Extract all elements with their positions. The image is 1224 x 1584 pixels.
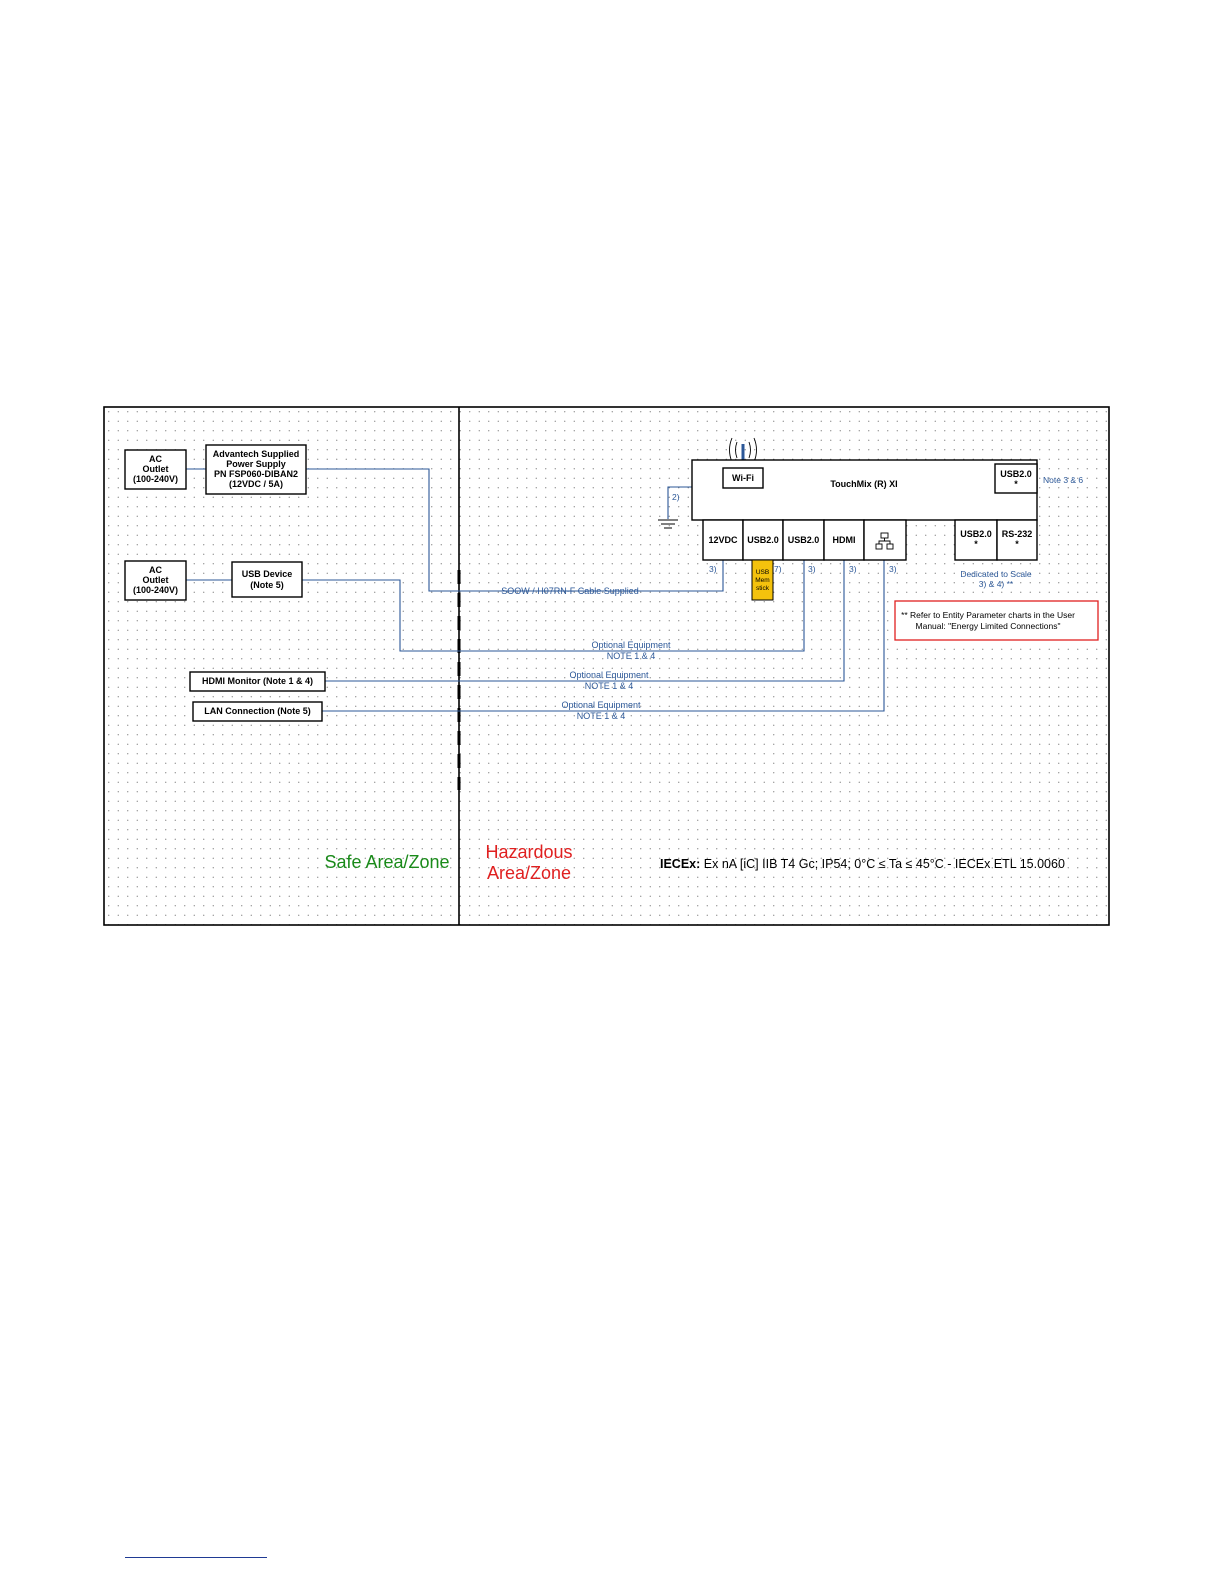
power-supply-line4: (12VDC / 5A) xyxy=(229,479,283,489)
ac-outlet-2-box xyxy=(124,560,187,601)
power-cable-label: SOOW / H07RN-F Cable Supplied xyxy=(501,586,639,596)
port-rs232-box xyxy=(996,519,1038,561)
entity-note-line1: ** Refer to Entity Parameter charts in t… xyxy=(901,610,1075,620)
ref-hdmi: 3) xyxy=(849,564,857,574)
ac-outlet-1-line2: Outlet xyxy=(143,464,169,474)
usb-optional-line1: Optional Equipment xyxy=(591,640,671,650)
usb-stick-line3: stick xyxy=(756,585,770,592)
port-lan-box xyxy=(863,519,907,561)
usb-device-box xyxy=(231,561,303,598)
ref-12vdc: 3) xyxy=(709,564,717,574)
usb-stick-line2: Mem xyxy=(755,577,769,584)
network-icon xyxy=(875,532,894,550)
certification-body: Ex nA [iC] IIB T4 Gc; IP54; 0°C ≤ Ta ≤ 4… xyxy=(700,857,1065,871)
hdmi-monitor-label: HDMI Monitor (Note 1 & 4) xyxy=(202,676,313,686)
ref-lan: 3) xyxy=(889,564,897,574)
hdmi-optional-line1: Optional Equipment xyxy=(569,670,649,680)
ac-outlet-2-line3: (100-240V) xyxy=(133,585,178,595)
usb-device-line1: USB Device xyxy=(242,569,293,579)
hdmi-monitor-box xyxy=(189,671,326,692)
device-title: TouchMix (R) XI xyxy=(830,479,897,489)
ground-symbol-icon xyxy=(658,519,678,529)
port-usb-right-label: USB2.0 xyxy=(960,529,992,539)
usb-optional-line2: NOTE 1 & 4 xyxy=(607,651,656,661)
port-usb-right-mark: * xyxy=(974,539,978,549)
ac-outlet-1-line1: AC xyxy=(149,454,162,464)
power-supply-line3: PN FSP060-DIBAN2 xyxy=(214,469,298,479)
ref-usb: 3) xyxy=(808,564,816,574)
wire-ground xyxy=(667,486,692,519)
certification-prefix: IECEx: xyxy=(660,857,700,871)
port-rs232-mark: * xyxy=(1015,539,1019,549)
port-12vdc-label: 12VDC xyxy=(708,535,738,545)
hazardous-zone-line1: Hazardous xyxy=(485,842,572,862)
port-rs232-label: RS-232 xyxy=(1002,529,1033,539)
wire-power-cable xyxy=(306,468,724,592)
port-12vdc-box xyxy=(702,519,744,561)
ref-usb-stick: 7) xyxy=(774,564,782,574)
usb-stick-line1: USB xyxy=(756,569,769,576)
entity-note-line2: Manual: "Energy Limited Connections" xyxy=(916,621,1061,631)
port-usb-right-box xyxy=(954,519,998,561)
power-supply-box xyxy=(205,444,307,495)
port-usb-2-label: USB2.0 xyxy=(788,535,820,545)
port-usb-1-label: USB2.0 xyxy=(747,535,779,545)
hdmi-optional-line2: NOTE 1 & 4 xyxy=(585,681,634,691)
power-supply-line2: Power Supply xyxy=(226,459,286,469)
entity-note-box xyxy=(894,600,1099,641)
top-usb-mark: * xyxy=(1014,479,1018,489)
wifi-label: Wi-Fi xyxy=(732,473,754,483)
ac-outlet-1-line3: (100-240V) xyxy=(133,474,178,484)
top-usb-label: USB2.0 xyxy=(1000,469,1032,479)
power-supply-line1: Advantech Supplied xyxy=(213,449,300,459)
port-hdmi-label: HDMI xyxy=(833,535,856,545)
ac-outlet-1-box xyxy=(124,449,187,490)
wire-hdmi-optional xyxy=(325,560,845,682)
wire-usb-optional xyxy=(302,560,805,652)
lan-connection-box xyxy=(192,701,323,722)
lan-optional-line2: NOTE 1 & 4 xyxy=(577,711,626,721)
dedicated-line2: 3) & 4) ** xyxy=(979,579,1014,589)
lan-connection-label: LAN Connection (Note 5) xyxy=(204,706,311,716)
port-usb-2-box xyxy=(782,519,825,561)
ac-outlet-2-line1: AC xyxy=(149,565,162,575)
footnote-separator xyxy=(125,1557,267,1558)
safe-zone-label: Safe Area/Zone xyxy=(324,852,449,872)
lan-optional-line1: Optional Equipment xyxy=(561,700,641,710)
ac-outlet-2-line2: Outlet xyxy=(143,575,169,585)
port-hdmi-box xyxy=(823,519,865,561)
usb-device-line2: (Note 5) xyxy=(250,580,284,590)
usb-memory-stick xyxy=(751,559,774,601)
hazardous-zone-line2: Area/Zone xyxy=(487,863,571,883)
top-usb-port-box xyxy=(994,463,1038,494)
certification-text: IECEx: Ex nA [iC] IIB T4 Gc; IP54; 0°C ≤… xyxy=(660,857,1065,871)
dedicated-line1: Dedicated to Scale xyxy=(960,569,1032,579)
wire-lan-optional xyxy=(322,560,885,712)
wifi-module-box xyxy=(722,467,764,489)
ground-ref: 2) xyxy=(672,492,680,502)
top-usb-note: Note 3 & 6 xyxy=(1043,475,1083,485)
